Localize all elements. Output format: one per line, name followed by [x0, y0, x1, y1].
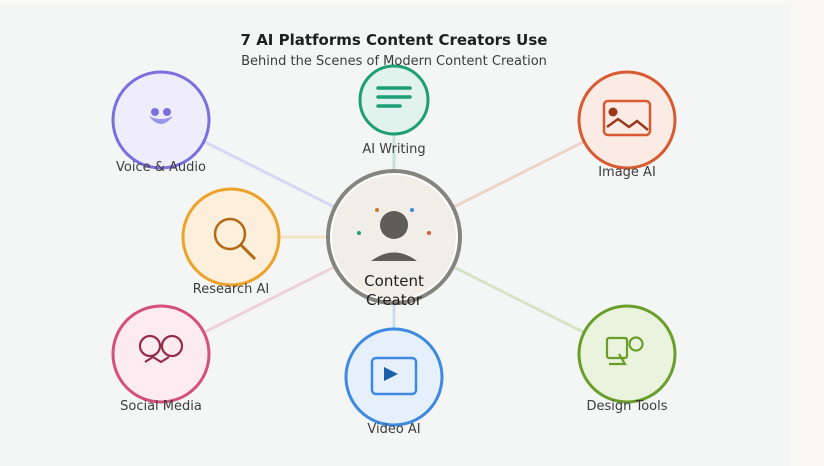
node-label: Voice & Audio: [116, 160, 206, 175]
node-circle: [344, 327, 444, 427]
center-label-line2: Creator: [366, 291, 423, 309]
voice-icon: [149, 108, 173, 124]
node-label: Social Media: [120, 399, 202, 414]
node-voice-audio: Voice & Audio: [111, 70, 211, 175]
node-image-ai: Image AI: [577, 70, 677, 180]
node-label: Research AI: [193, 282, 270, 297]
node-label: Design Tools: [586, 399, 667, 414]
text-lines-icon: [376, 86, 412, 108]
person-icon: [357, 208, 431, 261]
chat-bubbles-icon: [138, 334, 184, 364]
node-label: Image AI: [598, 165, 656, 180]
diagram-title: 7 AI Platforms Content Creators Use: [241, 31, 548, 49]
design-icon: [605, 336, 644, 366]
node-circle: [181, 187, 281, 287]
center-node: Content Creator: [326, 169, 462, 309]
center-label-line1: Content: [364, 272, 424, 290]
node-circle: [358, 64, 430, 136]
node-social-media: Social Media: [111, 304, 211, 414]
node-design-tools: Design Tools: [577, 304, 677, 414]
node-research-ai: Research AI: [181, 187, 281, 297]
play-icon: [370, 356, 418, 396]
node-video-ai: Video AI: [344, 327, 444, 437]
diagram-subtitle: Behind the Scenes of Modern Content Crea…: [241, 54, 547, 69]
node-circle: [577, 70, 677, 170]
node-circle: [111, 304, 211, 404]
node-ai-writing: AI Writing: [358, 64, 430, 157]
image-icon: [602, 99, 652, 137]
node-label: Video AI: [367, 422, 420, 437]
node-label: AI Writing: [362, 142, 425, 157]
magnifier-icon: [213, 217, 257, 261]
